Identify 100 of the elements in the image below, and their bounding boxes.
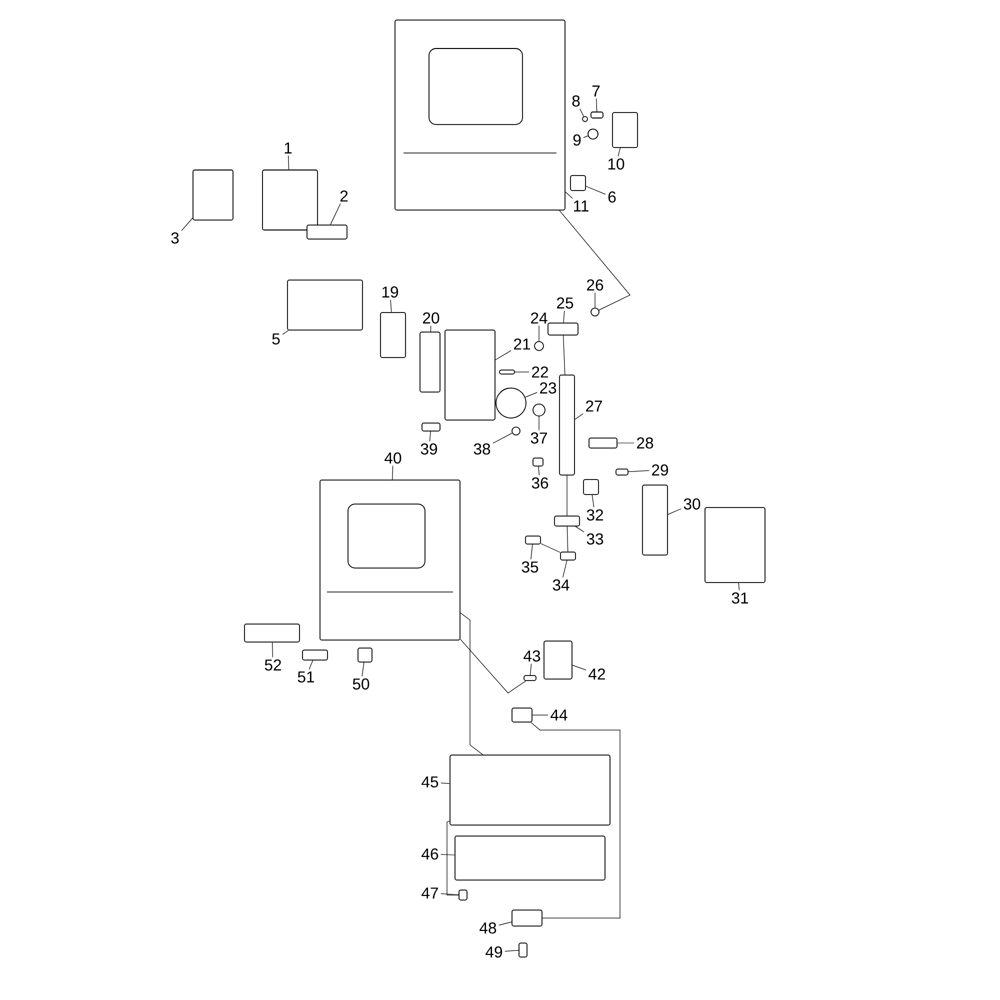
leader-line	[308, 660, 314, 670]
callout-number: 51	[298, 671, 314, 683]
callout-number: 19	[382, 286, 398, 298]
part-drawing	[582, 116, 588, 122]
housing-drawing	[320, 480, 460, 640]
part-drawing	[534, 341, 544, 351]
leader-line	[530, 663, 532, 676]
leader-line	[586, 186, 606, 195]
callout-number: 42	[588, 668, 605, 680]
part-drawing	[588, 128, 598, 140]
leader-line	[575, 526, 584, 532]
leader-line	[430, 325, 432, 332]
callout-number: 28	[637, 437, 654, 449]
leader-line	[272, 642, 274, 658]
leader-line	[580, 108, 584, 117]
callout-number: 38	[474, 443, 490, 455]
leader-line	[538, 325, 540, 342]
part-drawing	[496, 388, 526, 418]
callout-number: 35	[522, 561, 538, 573]
assembly-line	[566, 526, 568, 552]
assembly-line	[540, 543, 560, 553]
leader-line	[618, 148, 621, 157]
leader-line	[429, 431, 431, 442]
part-drawing	[532, 458, 544, 466]
leader-line	[288, 155, 290, 170]
leader-line	[530, 544, 533, 560]
callout-number: 36	[532, 477, 548, 489]
part-drawing	[380, 312, 406, 358]
part-drawing	[704, 507, 766, 583]
part-drawing	[570, 175, 586, 191]
leader-line	[563, 310, 565, 323]
callout-number: 50	[352, 678, 370, 690]
part-drawing	[616, 468, 628, 476]
assembly-line	[562, 335, 566, 375]
callout-number: 44	[550, 710, 568, 720]
leader-line	[362, 662, 364, 677]
part-drawing	[560, 552, 576, 560]
callout-number: 24	[531, 312, 548, 324]
part-drawing	[420, 332, 440, 392]
leader-line	[440, 782, 450, 784]
leader-line	[532, 714, 548, 716]
part-drawing	[512, 708, 532, 722]
part-drawing	[544, 640, 572, 680]
callout-number: 37	[530, 432, 547, 444]
part-drawing	[583, 479, 599, 495]
leader-line	[668, 508, 682, 515]
leader-line	[392, 465, 394, 480]
part-drawing	[642, 484, 668, 556]
leader-line	[538, 466, 540, 476]
part-drawing	[287, 280, 363, 330]
callout-number: 1	[284, 142, 292, 154]
part-drawing	[422, 422, 440, 432]
leader-line	[572, 664, 586, 670]
callout-number: 25	[557, 297, 574, 309]
callout-number: 10	[608, 158, 624, 170]
part-drawing	[518, 942, 528, 958]
leader-line	[594, 292, 596, 308]
callout-number: 6	[608, 191, 616, 203]
part-drawing	[548, 322, 578, 336]
leader-line	[390, 299, 392, 312]
part-drawing	[524, 675, 536, 681]
callout-number: 43	[524, 650, 540, 662]
leader-line	[181, 218, 193, 231]
callout-number: 52	[264, 659, 281, 671]
callout-number: 23	[540, 382, 556, 394]
leader-line	[583, 136, 588, 138]
callout-number: 9	[573, 134, 581, 146]
leader-line	[565, 192, 573, 199]
assembly-line	[559, 210, 630, 310]
callout-number: 27	[586, 400, 602, 412]
assembly-line	[446, 820, 459, 896]
callout-number: 7	[592, 86, 600, 96]
callout-number: 5	[272, 333, 280, 345]
assembly-line	[460, 612, 484, 755]
callout-number: 22	[532, 366, 548, 378]
part-drawing	[554, 516, 580, 526]
callout-number: 29	[652, 464, 668, 476]
callout-number: 20	[423, 312, 440, 324]
assembly-line	[460, 639, 526, 694]
leader-line	[282, 330, 289, 335]
callout-number: 26	[587, 279, 604, 291]
callout-number: 49	[486, 946, 502, 958]
part-drawing	[262, 170, 318, 230]
leader-line	[495, 350, 512, 360]
callout-number: 39	[420, 443, 438, 455]
part-drawing	[358, 648, 372, 662]
part-drawing	[590, 308, 600, 316]
part-drawing	[588, 438, 618, 448]
leader-line	[738, 582, 740, 591]
callout-number: 30	[684, 498, 700, 510]
callout-number: 11	[574, 200, 588, 212]
leader-line	[617, 442, 634, 444]
leader-line	[562, 560, 568, 578]
callout-number: 8	[572, 95, 580, 107]
callout-number: 32	[586, 509, 603, 521]
part-drawing	[512, 910, 542, 926]
part-drawing	[454, 836, 606, 880]
callout-number: 46	[422, 848, 438, 860]
callout-number: 21	[514, 338, 530, 350]
part-drawing	[512, 426, 520, 436]
